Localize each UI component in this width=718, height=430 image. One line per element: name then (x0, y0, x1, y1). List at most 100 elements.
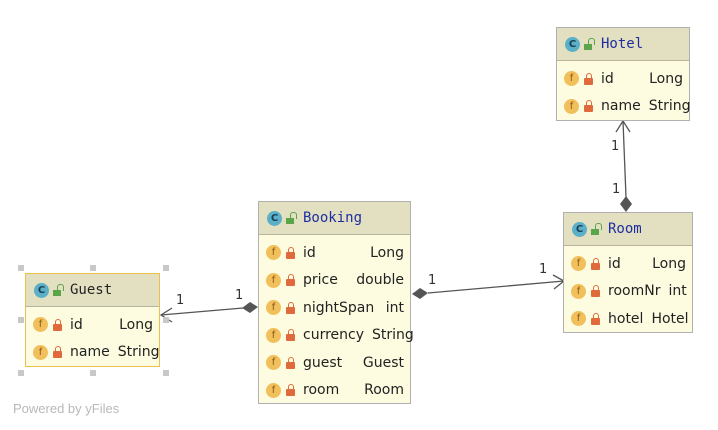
class-header: C Booking (259, 202, 410, 235)
field-name: nightSpan (303, 299, 375, 316)
field-row[interactable]: f room Room (259, 377, 410, 405)
field-row[interactable]: f name String (557, 93, 691, 121)
class-guest[interactable]: C Guest f id Long f name String (25, 273, 160, 367)
class-name: Guest (70, 282, 113, 298)
field-name: price (303, 272, 338, 289)
field-icon: f (266, 382, 281, 398)
lock-icon (286, 356, 295, 369)
field-row[interactable]: f id Long (259, 239, 410, 267)
field-name: currency (303, 327, 364, 344)
field-icon: f (571, 256, 586, 272)
field-row[interactable]: f nightSpan int (259, 294, 410, 322)
field-name: id (70, 316, 83, 333)
field-icon: f (571, 283, 586, 299)
lock-icon (286, 384, 295, 397)
field-row[interactable]: f guest Guest (259, 349, 410, 377)
field-type: Long (652, 255, 686, 272)
mult-hotel-end: 1 (611, 139, 619, 154)
field-type: String (117, 344, 160, 361)
resize-handle-ne[interactable] (163, 265, 169, 271)
class-header: C Guest (26, 274, 159, 307)
field-row[interactable]: f price double (259, 267, 410, 295)
field-row[interactable]: f id Long (564, 250, 692, 278)
field-icon: f (571, 311, 586, 327)
field-name: name (70, 344, 110, 361)
mult-booking-guest-end: 1 (235, 288, 243, 303)
field-name: id (601, 70, 614, 87)
lock-icon (53, 346, 62, 359)
field-type: Long (370, 244, 404, 261)
class-room[interactable]: C Room f id Long f roomNr int f hotel Ho… (563, 212, 693, 333)
mult-booking-room-end: 1 (428, 273, 436, 288)
field-type: int (385, 299, 404, 316)
resize-handle-s[interactable] (90, 370, 96, 376)
field-row[interactable]: f roomNr int (564, 278, 692, 306)
field-type: String (648, 98, 691, 115)
mult-guest-end: 1 (176, 293, 184, 308)
field-name: id (303, 244, 316, 261)
open-lock-icon (53, 284, 64, 296)
resize-handle-n[interactable] (90, 265, 96, 271)
field-icon: f (564, 71, 579, 87)
field-icon: f (266, 327, 281, 343)
lock-icon (584, 72, 593, 85)
field-icon: f (33, 344, 48, 360)
field-name: roomNr (608, 283, 661, 300)
field-name: guest (303, 354, 343, 371)
lock-icon (286, 301, 295, 314)
field-icon: f (564, 98, 579, 114)
open-lock-icon (584, 38, 595, 50)
resize-handle-sw[interactable] (18, 370, 24, 376)
field-type: int (668, 283, 687, 300)
field-name: hotel (608, 310, 644, 327)
field-icon: f (266, 355, 281, 371)
field-type: Long (119, 316, 153, 333)
lock-icon (591, 285, 600, 298)
mult-room-booking-end: 1 (539, 262, 547, 277)
class-name: Hotel (601, 36, 644, 52)
class-header: C Room (564, 213, 692, 246)
class-icon: C (565, 36, 580, 52)
resize-handle-se[interactable] (163, 370, 169, 376)
class-icon: C (267, 210, 282, 226)
open-lock-icon (591, 223, 602, 235)
field-row[interactable]: f id Long (26, 311, 159, 339)
class-booking[interactable]: C Booking f id Long f price double f nig… (258, 201, 414, 405)
field-type: Room (364, 382, 404, 399)
field-name: name (601, 98, 641, 115)
field-row[interactable]: f id Long (557, 65, 689, 93)
resize-handle-w[interactable] (18, 317, 24, 323)
field-type: Long (649, 70, 683, 87)
mult-room-end: 1 (612, 182, 620, 197)
open-lock-icon (286, 212, 297, 224)
resize-handle-nw[interactable] (18, 265, 24, 271)
watermark: Powered by yFiles (13, 401, 120, 416)
relation-booking-guest[interactable]: 1 1 (159, 288, 258, 323)
lock-icon (53, 318, 62, 331)
class-name: Room (608, 221, 642, 237)
lock-icon (584, 100, 593, 113)
field-type: Hotel (651, 310, 689, 327)
relation-room-hotel[interactable]: 1 1 (611, 119, 632, 212)
lock-icon (286, 329, 295, 342)
class-icon: C (572, 221, 587, 237)
class-icon: C (34, 282, 49, 298)
class-hotel[interactable]: C Hotel f id Long f name String (556, 27, 690, 121)
field-name: room (303, 382, 340, 399)
field-icon: f (266, 300, 281, 316)
field-icon: f (33, 317, 48, 333)
relation-booking-room[interactable]: 1 1 (412, 262, 566, 299)
field-name: id (608, 255, 621, 272)
lock-icon (591, 257, 600, 270)
lock-icon (286, 274, 295, 287)
field-row[interactable]: f hotel Hotel (564, 305, 692, 333)
field-row[interactable]: f currency String (259, 322, 414, 350)
class-name: Booking (303, 210, 363, 226)
field-icon: f (266, 245, 281, 261)
lock-icon (591, 312, 600, 325)
lock-icon (286, 246, 295, 259)
resize-handle-e[interactable] (163, 317, 169, 323)
field-row[interactable]: f name String (26, 339, 159, 367)
